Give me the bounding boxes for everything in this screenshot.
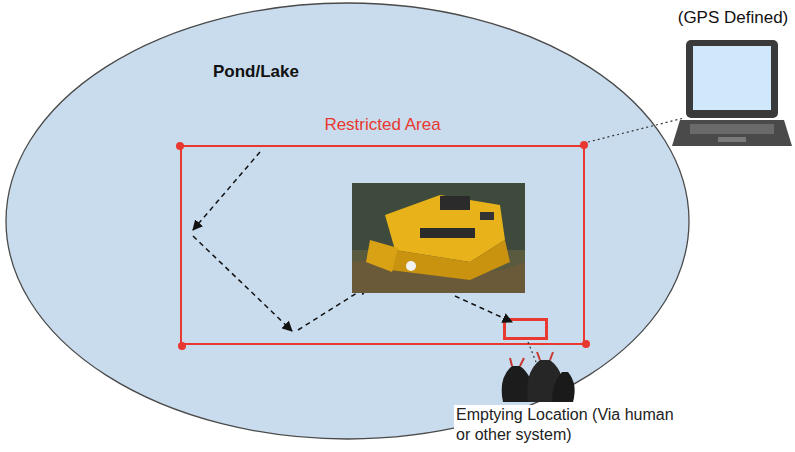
robot-photo (352, 183, 525, 293)
location-label: Emptying Location (Via human or other sy… (454, 405, 678, 445)
leader-line (528, 342, 536, 362)
ellipse-outline (5, 2, 690, 440)
leader-line (588, 118, 684, 142)
laptop-icon (672, 40, 792, 146)
annotation-label: (GPS Defined) (678, 8, 789, 28)
lake-region: Pond/LakeRestricted AreaEmptying Locatio… (5, 2, 690, 440)
area-title: Restricted Area (182, 115, 583, 135)
corner-dots (176, 141, 590, 350)
region-title: Pond/Lake (213, 62, 299, 82)
emptying-box: Emptying Location (Via human or other sy… (503, 318, 548, 340)
trash-bags (502, 352, 575, 402)
